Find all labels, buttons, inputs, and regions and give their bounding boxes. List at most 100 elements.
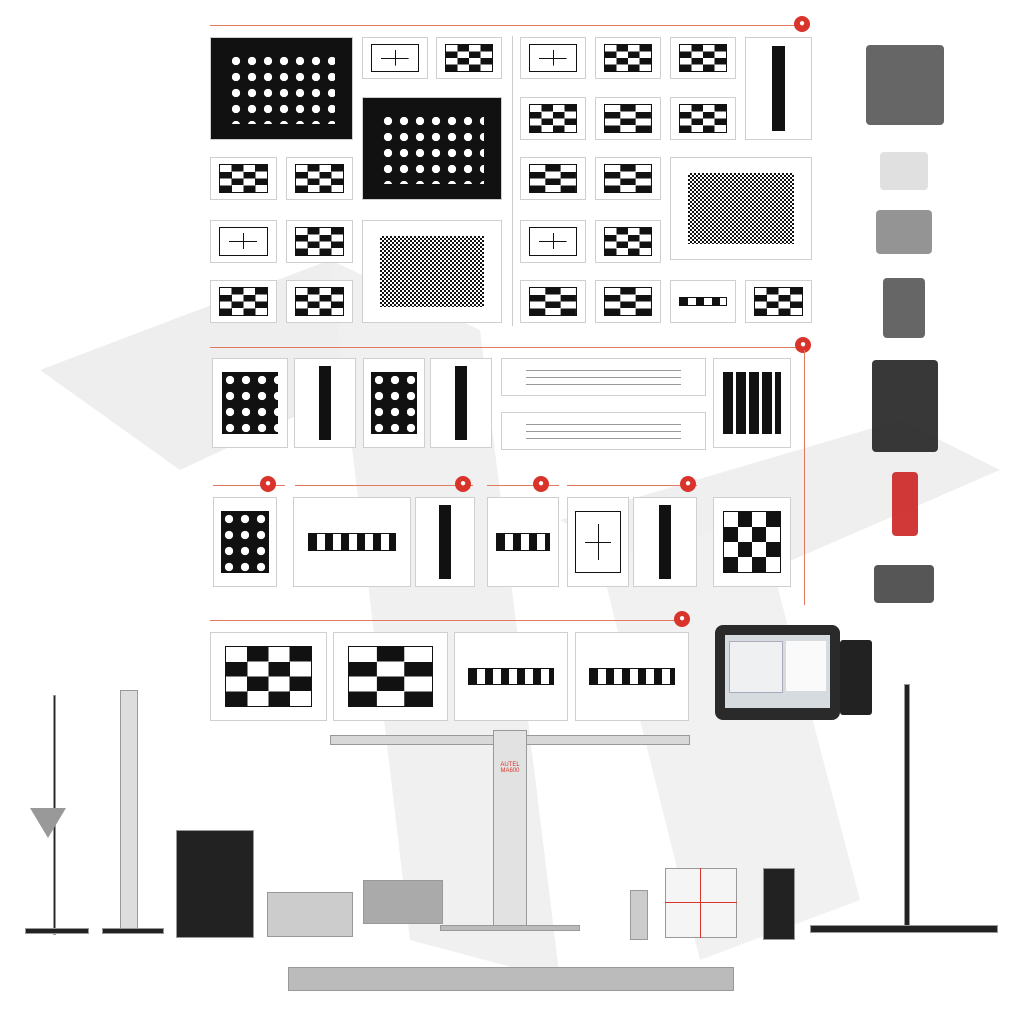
bar-pattern [455, 366, 467, 440]
calibration-target-panel [595, 37, 661, 79]
check3-pattern [603, 104, 653, 133]
laser-distance-meter-icon [892, 472, 918, 536]
calibration-target-panel [286, 220, 353, 263]
calibration-target-panel [210, 632, 327, 721]
lidar-icon: ● [260, 476, 276, 492]
check-pattern [723, 511, 781, 573]
calibration-target-panel [520, 280, 586, 323]
dots-pattern [227, 53, 336, 124]
crosshair-line [700, 868, 701, 938]
check-pattern [528, 104, 578, 133]
calibration-target-panel [454, 632, 568, 721]
section-divider [567, 485, 697, 486]
calibration-target-panel [633, 497, 697, 587]
cross-pattern [575, 511, 621, 573]
surround-view-icon: ● [674, 611, 690, 627]
calibration-target-panel [430, 358, 492, 448]
check-pattern [218, 164, 269, 193]
check3-pattern [528, 287, 578, 316]
prism-reflector-icon [880, 152, 928, 190]
dots-pattern [379, 113, 485, 184]
calibration-target-panel [520, 37, 586, 79]
calibration-target-panel [745, 37, 812, 140]
section-divider [487, 485, 559, 486]
check-pattern [678, 104, 728, 133]
laser-mount-icon [876, 210, 932, 254]
bars-pattern [723, 372, 781, 434]
calibration-target-panel [210, 280, 277, 323]
calibration-target-panel [293, 497, 411, 587]
check-pattern [294, 164, 345, 193]
calibration-target-panel [286, 280, 353, 323]
frame-model-label: MA600 [500, 768, 520, 774]
dots-pattern [221, 372, 279, 434]
laser-holder [630, 890, 648, 940]
blind-spot-icon: ● [533, 476, 549, 492]
bar-pattern [658, 505, 672, 579]
check-pattern [224, 646, 313, 707]
calibration-target-panel [362, 37, 428, 79]
target-case [267, 892, 353, 937]
calibration-target-panel [436, 37, 502, 79]
section-divider [295, 485, 473, 486]
black-radar-board [176, 830, 254, 938]
calibration-target-panel [487, 497, 559, 587]
calibration-target-panel [567, 497, 629, 587]
cross-pattern [370, 44, 420, 72]
bar-pattern [772, 46, 785, 131]
strip-pattern [307, 533, 397, 551]
bar-pattern [319, 366, 331, 440]
calibration-target-panel [286, 157, 353, 200]
calibration-target-panel [520, 220, 586, 263]
diagnostic-tablet [715, 625, 840, 720]
calibration-target-panel [415, 497, 475, 587]
eye-icon: ● [455, 476, 471, 492]
calibration-target-panel [213, 497, 277, 587]
check-pattern [218, 287, 269, 316]
check-pattern [294, 287, 345, 316]
calibration-target-panel [670, 280, 736, 323]
noise-pattern [687, 173, 795, 244]
laser-holder [440, 925, 580, 931]
dotted-pole-target [120, 690, 138, 930]
dots-pattern [221, 511, 269, 573]
calibration-target-panel [210, 220, 277, 263]
section-divider [210, 347, 810, 348]
noise-pattern [379, 236, 485, 307]
strip-pattern [468, 667, 554, 686]
section-divider [213, 485, 285, 486]
calibration-target-panel [501, 358, 706, 396]
brand-logo: AUTEL [500, 762, 520, 768]
calibration-target-panel [595, 220, 661, 263]
check-pattern [603, 44, 653, 72]
lines-pattern [526, 364, 681, 390]
calibration-target-panel [520, 97, 586, 140]
calibration-target-panel [520, 157, 586, 200]
black-radar-board [102, 928, 164, 934]
calibration-target-panel [595, 97, 661, 140]
calibration-target-panel [745, 280, 812, 323]
camera-car-icon: ● [794, 16, 810, 32]
cross-pattern [528, 44, 578, 72]
crosshair-target-board [665, 868, 737, 938]
dots-pattern [371, 372, 417, 434]
triangle-reflector-icon [30, 808, 66, 838]
calibration-target-panel [670, 157, 812, 260]
calibration-target-panel [333, 632, 448, 721]
check-pattern [603, 227, 653, 256]
check3-pattern [603, 287, 653, 316]
check3-pattern [347, 646, 434, 707]
frame-brand-label: AUTEL MA600 [498, 762, 522, 774]
bar-pattern [439, 505, 451, 579]
check-pattern [294, 227, 345, 256]
check-pattern [444, 44, 494, 72]
calibration-target-panel [575, 632, 689, 721]
calibration-target-panel [362, 220, 502, 323]
section-divider [210, 620, 690, 621]
laser-projector [363, 880, 443, 924]
calibration-target-panel [501, 412, 706, 450]
check-pattern [678, 44, 728, 72]
calibration-target-panel [595, 280, 661, 323]
lines-pattern [526, 418, 681, 444]
section-divider [210, 25, 810, 26]
